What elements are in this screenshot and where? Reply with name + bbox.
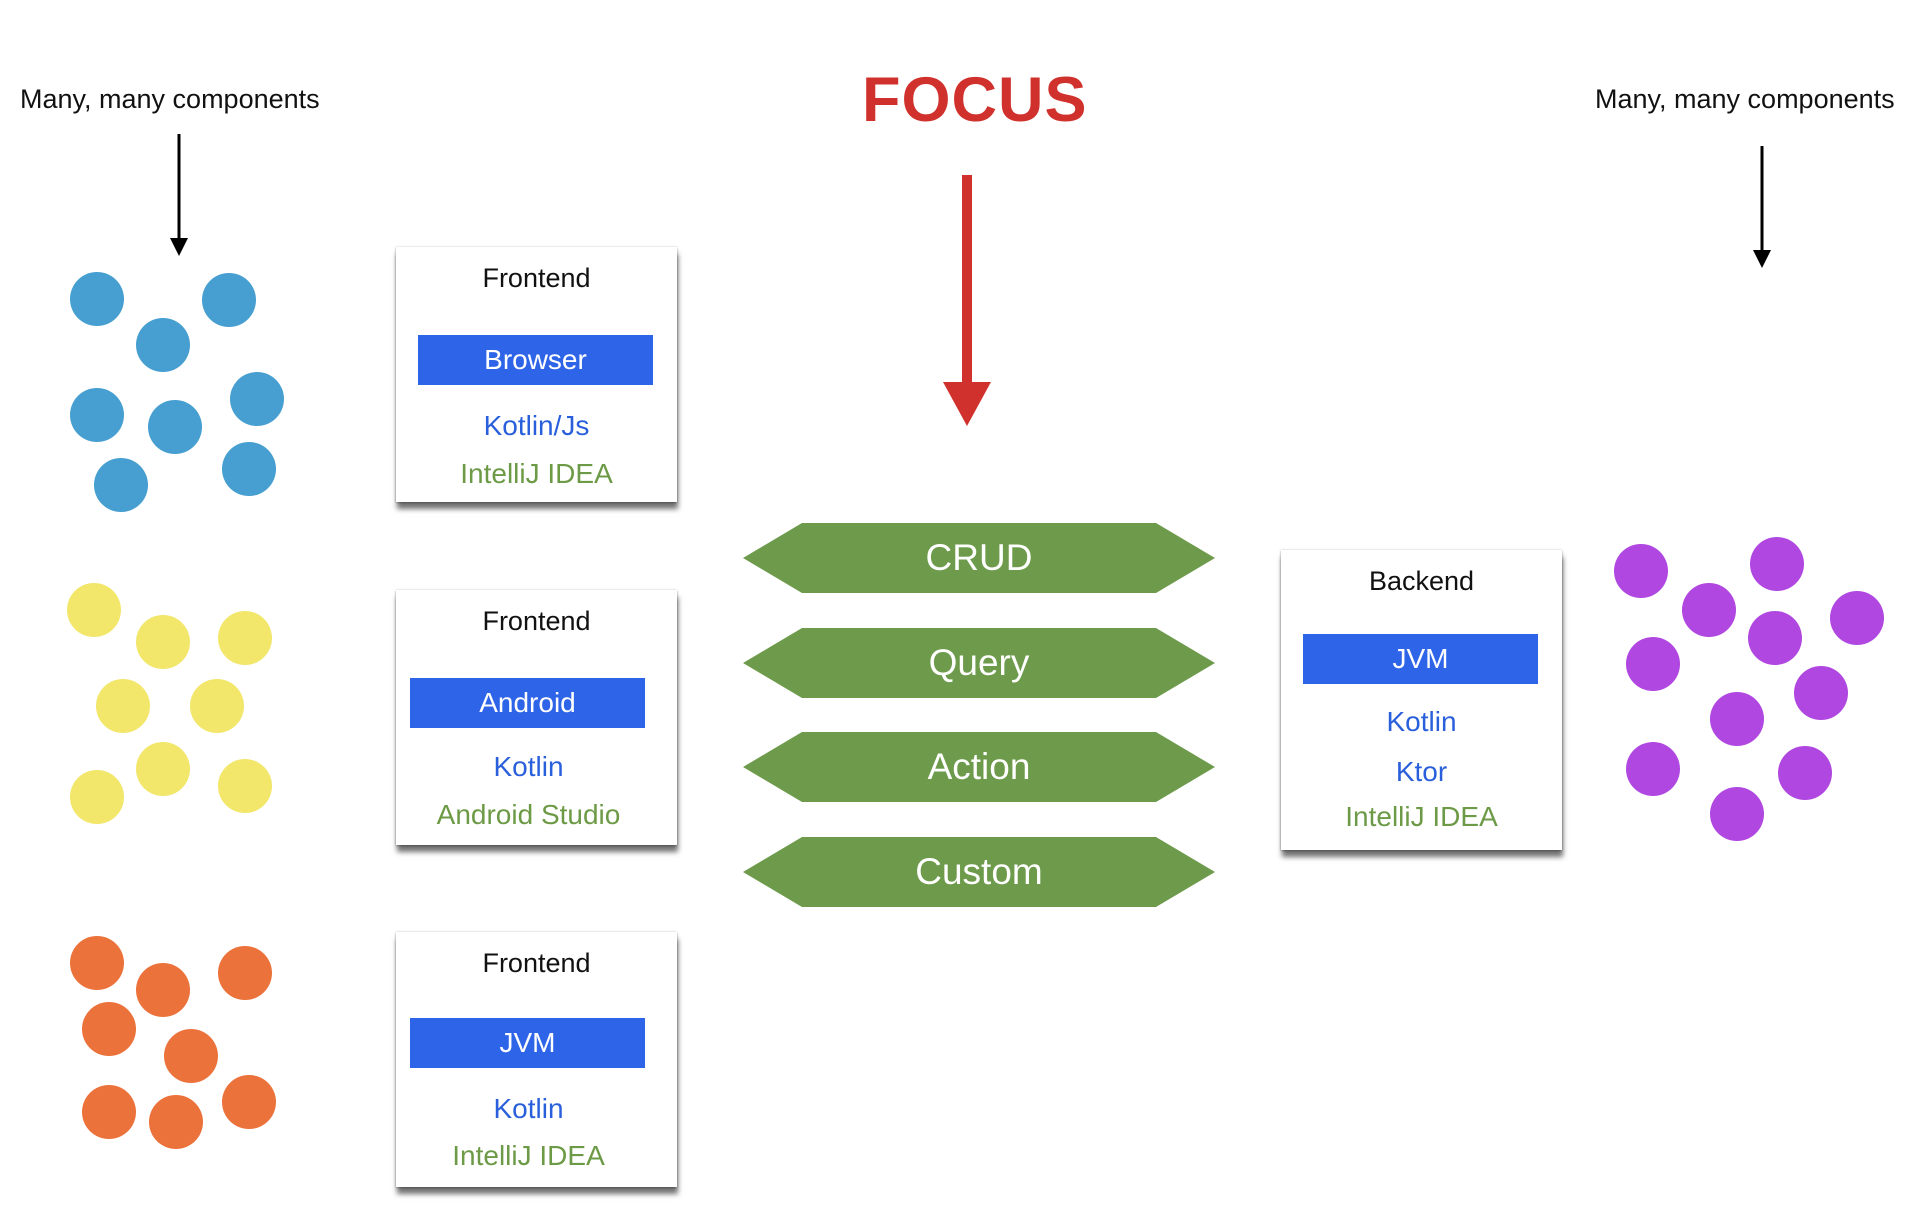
- orange-component-dot: [164, 1029, 218, 1083]
- card-title: Frontend: [482, 606, 591, 636]
- platform-badge: Browser: [418, 335, 653, 385]
- language-label: Kotlin: [1386, 706, 1457, 737]
- purple-component-dot: [1626, 637, 1680, 691]
- purple-component-dot: [1830, 591, 1884, 645]
- api-crud-shape: CRUD: [743, 523, 1215, 593]
- blue-component-dot: [202, 273, 256, 327]
- yellow-component-dot: [218, 611, 272, 665]
- blue-component-dot: [94, 458, 148, 512]
- orange-component-dot: [82, 1002, 136, 1056]
- blue-component-dot: [136, 318, 190, 372]
- orange-component-dot: [70, 936, 124, 990]
- api-custom-shape: Custom: [743, 837, 1215, 907]
- yellow-component-dot: [190, 679, 244, 733]
- right-down-arrow: [1753, 146, 1771, 268]
- yellow-component-dot: [96, 679, 150, 733]
- purple-component-dot: [1682, 583, 1736, 637]
- left-components-caption: Many, many components: [20, 84, 320, 114]
- orange-component-dot: [149, 1095, 203, 1149]
- focus-arrow: [943, 175, 991, 426]
- ide-label: Android Studio: [436, 799, 621, 830]
- purple-component-dot: [1750, 537, 1804, 591]
- blue-component-dot: [70, 388, 124, 442]
- ide-label: IntelliJ IDEA: [1345, 801, 1498, 832]
- right-components-caption: Many, many components: [1595, 84, 1895, 114]
- api-query-shape: Query: [743, 628, 1215, 698]
- orange-component-dot: [136, 963, 190, 1017]
- yellow-component-dot: [136, 615, 190, 669]
- blue-component-dot: [222, 442, 276, 496]
- api-action-shape: Action: [743, 732, 1215, 802]
- frontend-browser-card: Frontend Browser Kotlin/Js IntelliJ IDEA: [396, 247, 677, 502]
- purple-component-dot: [1710, 692, 1764, 746]
- orange-component-dot: [82, 1085, 136, 1139]
- language-label: Kotlin: [493, 1093, 564, 1124]
- yellow-component-dot: [136, 742, 190, 796]
- language-label: Kotlin/Js: [483, 410, 590, 441]
- platform-badge: JVM: [1303, 634, 1538, 684]
- backend-card: Backend JVM Kotlin Ktor IntelliJ IDEA: [1281, 550, 1562, 850]
- platform-badge: JVM: [410, 1018, 645, 1068]
- purple-component-dot: [1710, 787, 1764, 841]
- orange-component-dot: [222, 1075, 276, 1129]
- card-title: Frontend: [482, 263, 591, 293]
- yellow-component-dot: [218, 759, 272, 813]
- focus-title: FOCUS: [862, 65, 1088, 135]
- ide-label: IntelliJ IDEA: [452, 1140, 605, 1171]
- left-down-arrow: [170, 134, 188, 256]
- ide-label: IntelliJ IDEA: [460, 458, 613, 489]
- blue-component-dot: [148, 400, 202, 454]
- card-title: Frontend: [482, 948, 591, 978]
- purple-component-dot: [1778, 746, 1832, 800]
- purple-component-dot: [1626, 742, 1680, 796]
- blue-component-dot: [230, 372, 284, 426]
- framework-label: Ktor: [1395, 756, 1448, 787]
- purple-component-dot: [1614, 544, 1668, 598]
- yellow-component-dot: [70, 770, 124, 824]
- blue-component-dot: [70, 272, 124, 326]
- frontend-jvm-card: Frontend JVM Kotlin IntelliJ IDEA: [396, 932, 677, 1187]
- language-label: Kotlin: [493, 751, 564, 782]
- yellow-component-dot: [67, 583, 121, 637]
- orange-component-dot: [218, 946, 272, 1000]
- purple-component-dot: [1794, 666, 1848, 720]
- purple-component-dot: [1748, 611, 1802, 665]
- platform-badge: Android: [410, 678, 645, 728]
- frontend-android-card: Frontend Android Kotlin Android Studio: [396, 590, 677, 845]
- card-title: Backend: [1368, 566, 1475, 596]
